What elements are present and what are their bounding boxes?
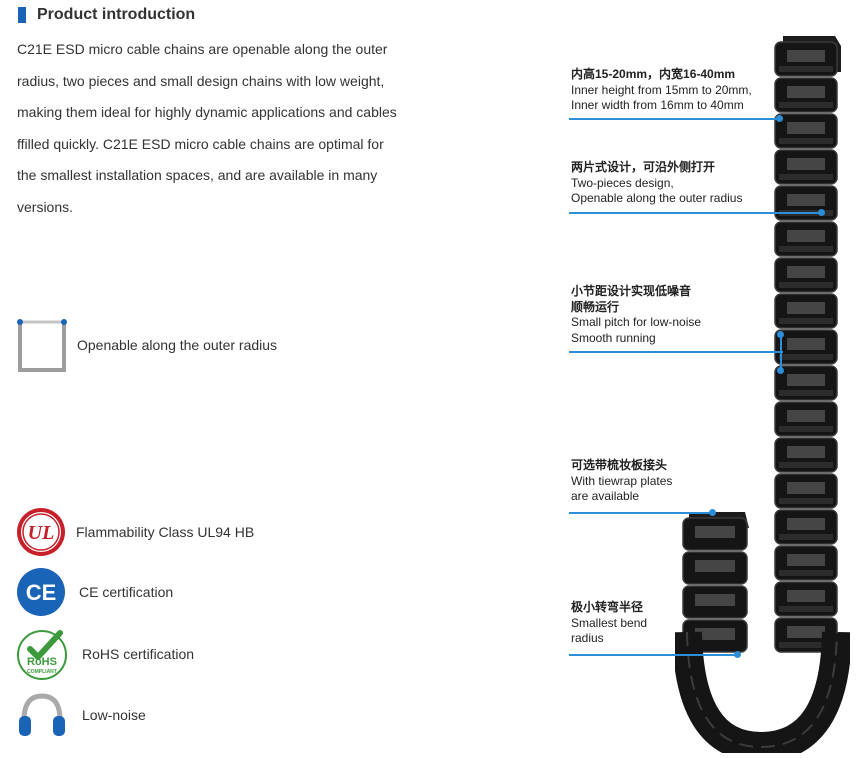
feature-noise: Low-noise (16, 690, 146, 740)
callout-bend-en1: Smallest bend (571, 615, 648, 630)
callout-lownoise: 小节距设计实现低噪音 顺畅运行 Small pitch for low-nois… (571, 284, 701, 346)
ul-logo-icon: UL (17, 508, 65, 556)
feature-ce-label: CE certification (79, 584, 174, 600)
callout-tiewrap-cn: 可选带梳妆板接头 (571, 458, 668, 472)
callout-bend-pointer (569, 654, 739, 656)
svg-text:COMPLIANT: COMPLIANT (27, 669, 57, 675)
callout-lownoise-en1: Small pitch for low-noise (571, 315, 702, 329)
headphones-icon (19, 693, 65, 736)
callout-tiewrap: 可选带梳妆板接头 With tiewrap plates are availab… (571, 458, 672, 505)
callout-bend-dot (734, 651, 741, 658)
feature-rohs-label: RoHS certification (82, 646, 195, 662)
callout-lownoise-cn2: 顺畅运行 (571, 299, 620, 314)
feature-openable-label: Openable along the outer radius (77, 337, 278, 353)
feature-noise-label: Low-noise (82, 707, 146, 723)
callout-bend-en2: radius (571, 631, 604, 645)
callout-lownoise-pointer (569, 351, 783, 353)
callout-tiewrap-dot (709, 509, 716, 516)
callout-openable-en2: Openable along the outer radius (571, 191, 743, 205)
rohs-logo-icon: RoHS COMPLIANT (17, 630, 67, 680)
feature-ul-label: Flammability Class UL94 HB (76, 524, 255, 540)
ce-logo-icon: CE (17, 568, 65, 616)
cable-chain-illustration (672, 32, 852, 758)
svg-text:RoHS: RoHS (27, 656, 57, 668)
open-frame-icon (17, 319, 67, 372)
callout-dimensions-en1: Inner height from 15mm to 20mm, (571, 82, 752, 97)
callout-tiewrap-en1: With tiewrap plates (571, 473, 673, 488)
callout-openable-pointer (569, 212, 823, 214)
feature-rohs: RoHS COMPLIANT RoHS certification (16, 627, 194, 681)
cable-chain-graphic (672, 36, 852, 758)
callout-openable: 两片式设计，可沿外侧打开 Two-pieces design, Openable… (571, 160, 742, 207)
callout-dimensions-cn: 内高15-20mm，内宽16-40mm (571, 67, 736, 81)
callout-lownoise-en2: Smooth running (571, 330, 656, 345)
callout-lownoise-dot-bottom (777, 367, 784, 374)
svg-text:UL: UL (28, 522, 55, 544)
callout-tiewrap-en2: are available (571, 489, 640, 503)
callout-dimensions: 内高15-20mm，内宽16-40mm Inner height from 15… (571, 67, 752, 114)
callout-openable-cn: 两片式设计，可沿外侧打开 (571, 160, 716, 174)
feature-openable: Openable along the outer radius (17, 318, 277, 372)
callout-tiewrap-pointer (569, 512, 715, 514)
svg-text:CE: CE (26, 580, 57, 605)
callout-lownoise-cn1: 小节距设计实现低噪音 (571, 284, 692, 298)
feature-ul: UL Flammability Class UL94 HB (16, 507, 254, 557)
callout-openable-en1: Two-pieces design, (571, 175, 674, 190)
heading-accent-bar (18, 7, 26, 23)
section-heading: Product introduction (18, 6, 195, 24)
feature-ce: CE CE certification (16, 567, 173, 617)
callout-dimensions-dot (776, 115, 783, 122)
callout-bend-cn: 极小转弯半径 (571, 600, 644, 614)
callout-openable-dot (818, 209, 825, 216)
callout-bend: 极小转弯半径 Smallest bend radius (571, 600, 647, 647)
callout-lownoise-bracket (780, 334, 782, 370)
callout-dimensions-en2: Inner width from 16mm to 40mm (571, 98, 744, 112)
section-title: Product introduction (37, 6, 196, 23)
callout-dimensions-pointer (569, 118, 779, 120)
intro-paragraph: C21E ESD micro cable chains are openable… (17, 41, 397, 215)
